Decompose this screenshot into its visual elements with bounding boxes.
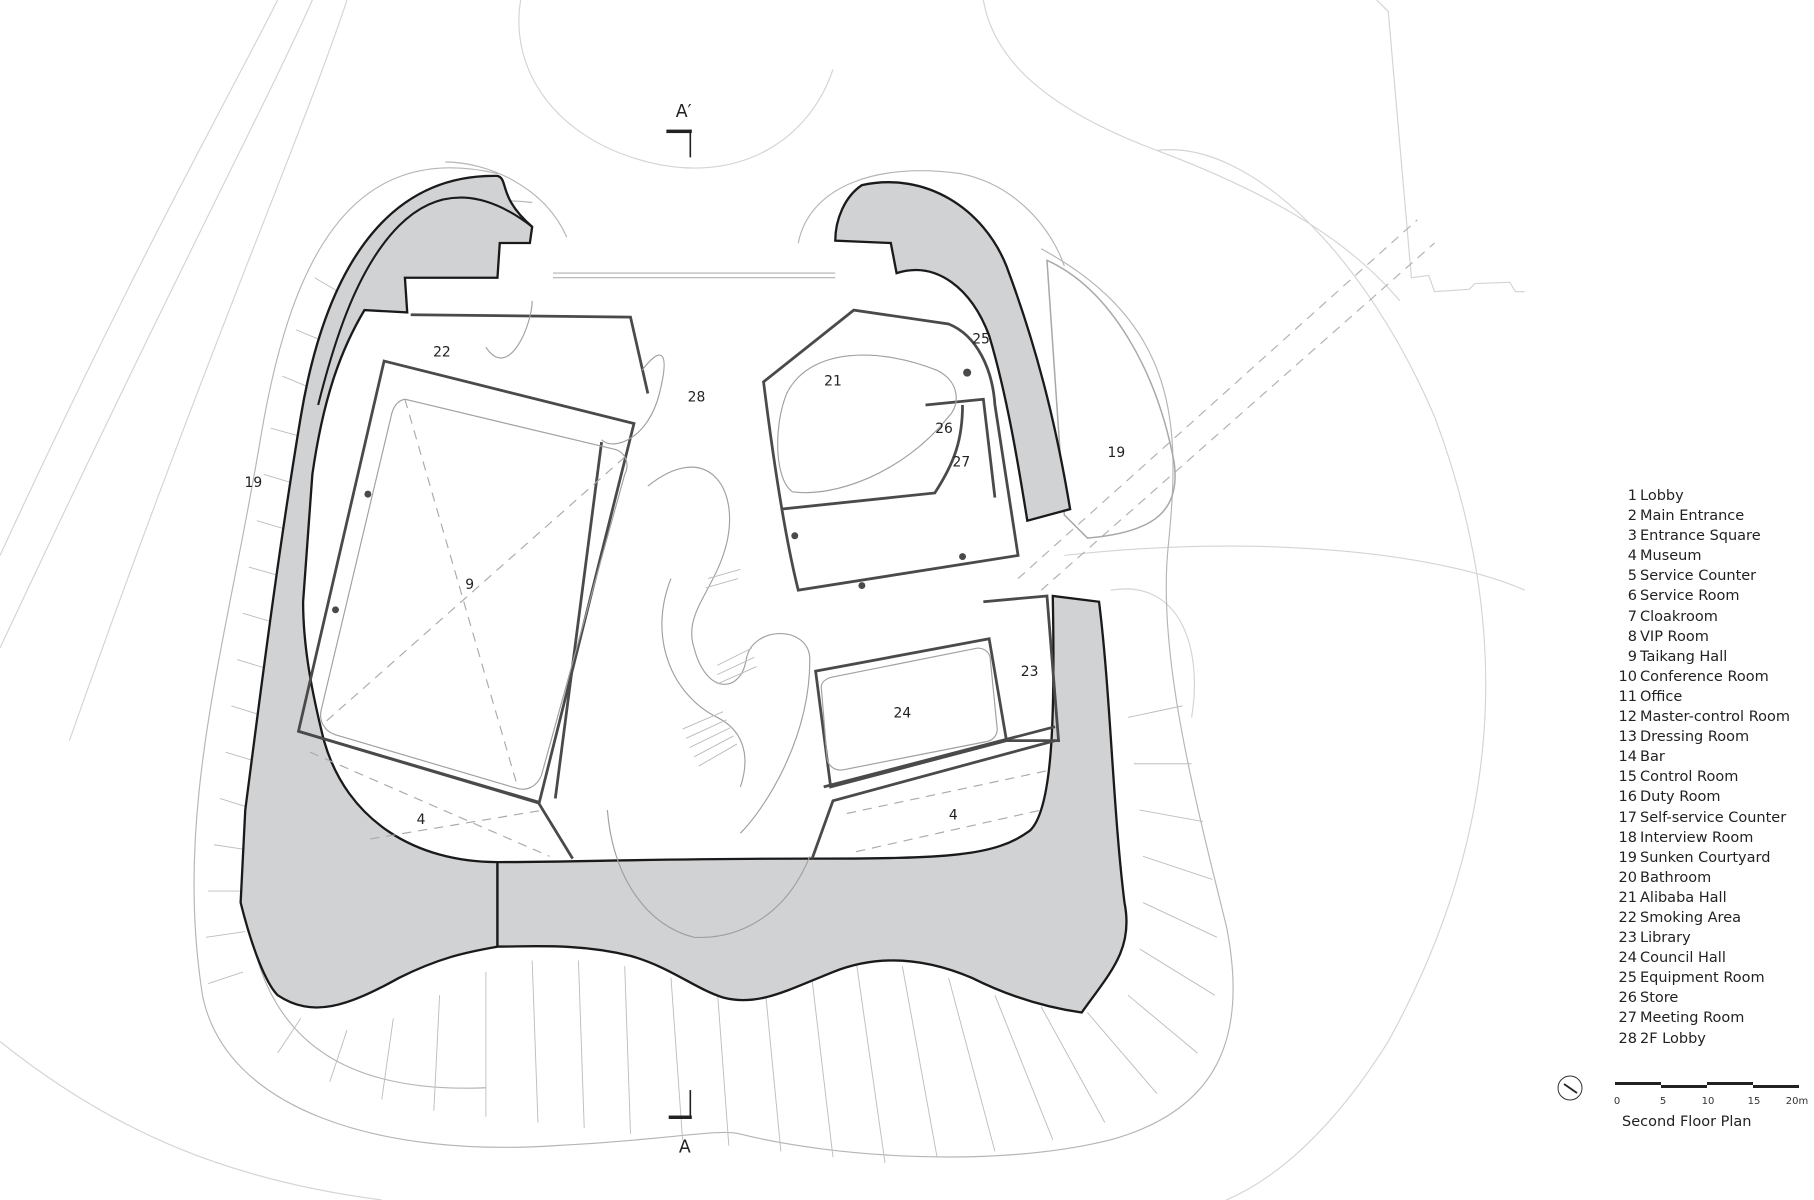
entrance-glazing <box>552 272 836 279</box>
sunken-courtyard-right <box>1046 259 1176 539</box>
room-label-4-right: 4 <box>949 807 958 823</box>
outer-wall-edge <box>317 196 533 406</box>
scale-bar-block: 0 5 10 15 20m <box>1557 1075 1808 1107</box>
site-context-lines <box>0 0 1526 1200</box>
room-label-28: 28 <box>688 390 706 406</box>
thin-lines <box>320 300 998 938</box>
room-label-19-right: 19 <box>1108 445 1126 461</box>
room-label-9: 9 <box>465 577 474 593</box>
scale-tick-20m: 20m <box>1786 1096 1808 1107</box>
room-label-24: 24 <box>894 705 912 721</box>
central-stair <box>682 568 757 767</box>
room-label-25: 25 <box>972 332 990 348</box>
scale-tick-15: 15 <box>1748 1096 1761 1107</box>
room-label-19-left: 19 <box>245 475 263 491</box>
section-mark-bottom: A <box>668 1090 692 1158</box>
section-mark-top: A′ <box>666 102 692 158</box>
solid-mass <box>239 174 1128 1014</box>
scale-tick-0: 0 <box>1614 1096 1620 1107</box>
room-label-27: 27 <box>953 454 971 470</box>
room-label-4-left: 4 <box>417 812 426 828</box>
interior-walls <box>296 308 1061 860</box>
section-label-a-prime: A′ <box>676 102 692 122</box>
room-label-22: 22 <box>433 344 451 360</box>
scale-bar: 0 5 10 15 20m <box>1614 1082 1808 1107</box>
section-label-a: A <box>679 1138 691 1158</box>
dashed-axis-lines <box>1017 219 1435 591</box>
dashed-diagonals <box>309 399 1053 857</box>
north-arrow-icon <box>1557 1075 1583 1101</box>
columns <box>332 368 972 614</box>
room-label-23: 23 <box>1021 664 1039 680</box>
scale-tick-10: 10 <box>1702 1096 1715 1107</box>
room-labels: 22 28 21 25 26 27 19 19 9 23 24 4 4 <box>245 332 1126 828</box>
plan-title: Second Floor Plan <box>1622 1114 1752 1130</box>
room-label-21: 21 <box>824 373 842 389</box>
scale-tick-5: 5 <box>1660 1096 1666 1107</box>
room-label-26: 26 <box>935 421 953 437</box>
